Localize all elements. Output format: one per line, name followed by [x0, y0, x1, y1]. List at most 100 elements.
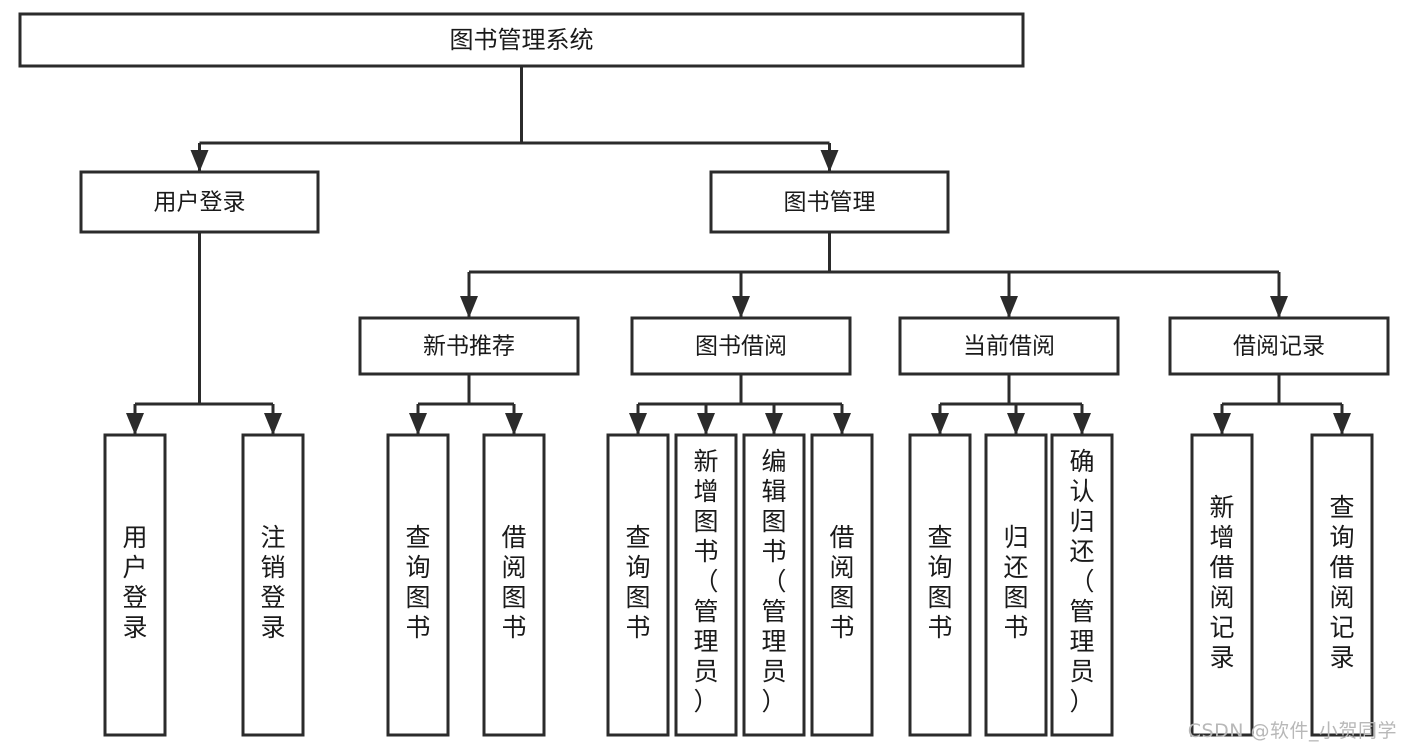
leaf-char: 管	[693, 597, 718, 626]
leaf-char: 查	[927, 523, 952, 552]
leaf-char: 员	[693, 657, 718, 686]
leaf-char: 录	[260, 613, 285, 642]
leaf-char: 询	[1329, 523, 1354, 552]
leaf-char: 询	[927, 553, 952, 582]
leaf-char: （	[1069, 567, 1094, 596]
node-root-system[interactable]: 图书管理系统	[18, 12, 1025, 68]
leaf-char: 增	[1209, 523, 1234, 552]
node-book-borrow-label: 图书借阅	[695, 334, 787, 360]
leaf-char: 图	[1003, 583, 1028, 612]
leaf-char: 户	[122, 553, 147, 582]
node-root-system-label: 图书管理系统	[450, 26, 594, 54]
node-book-management-label: 图书管理	[784, 190, 876, 216]
arrowhead-icon	[264, 413, 282, 435]
leaf-char: 阅	[829, 553, 854, 582]
leaf-char: 录	[122, 613, 147, 642]
leaf-char: 书	[693, 537, 718, 566]
leaf-char: 管	[761, 597, 786, 626]
leaf-char: 归	[1069, 507, 1094, 536]
node-user-login[interactable]: 用户登录	[79, 170, 320, 234]
leaf-char: 图	[693, 507, 718, 536]
leaf-char: 确	[1069, 447, 1094, 476]
leaf-char: 辑	[761, 477, 786, 506]
leaf-char: 新	[1209, 493, 1234, 522]
connector-layer	[126, 66, 1351, 435]
leaf-char: ）	[693, 687, 718, 716]
arrowhead-icon	[126, 413, 144, 435]
leaf-char: 阅	[501, 553, 526, 582]
leaf-char: 书	[829, 613, 854, 642]
leaf-char: 借	[829, 523, 854, 552]
arrowhead-icon	[1333, 413, 1351, 435]
leaf-char: 图	[405, 583, 430, 612]
leaf-char: 书	[761, 537, 786, 566]
node-layer: 图书管理系统用户登录图书管理新书推荐图书借阅当前借阅借阅记录用户登录注销登录查询…	[18, 12, 1390, 737]
leaf-char: 查	[1329, 493, 1354, 522]
leaf-char: 查	[625, 523, 650, 552]
arrowhead-icon	[833, 413, 851, 435]
leaf-char: 书	[625, 613, 650, 642]
arrowhead-icon	[409, 413, 427, 435]
leaf-char: 图	[829, 583, 854, 612]
arrowhead-icon	[931, 413, 949, 435]
arrowhead-icon	[820, 150, 839, 172]
arrowhead-icon	[1000, 296, 1018, 318]
node-book-borrow[interactable]: 图书借阅	[630, 316, 852, 376]
leaf-char: 借	[501, 523, 526, 552]
leaf-char: 新	[693, 447, 718, 476]
leaf-char: 图	[761, 507, 786, 536]
arrowhead-icon	[732, 296, 750, 318]
leaf-char: 录	[1209, 643, 1234, 672]
leaf-char: 理	[761, 627, 786, 656]
leaf-char: ）	[761, 687, 786, 716]
leaf-char: 归	[1003, 523, 1028, 552]
arrowhead-icon	[765, 413, 783, 435]
leaf-char: 图	[625, 583, 650, 612]
leaf-char: 书	[405, 613, 430, 642]
leaf-char: 登	[260, 583, 285, 612]
leaf-char: 借	[1209, 553, 1234, 582]
arrowhead-icon	[1270, 296, 1288, 318]
leaf-char: 记	[1209, 613, 1234, 642]
leaf-char: 用	[122, 523, 147, 552]
leaf-node-leaf-user-login[interactable]: 用户登录	[103, 433, 167, 737]
node-new-book-recommend[interactable]: 新书推荐	[358, 316, 580, 376]
leaf-char: 注	[260, 523, 285, 552]
arrowhead-icon	[1073, 413, 1091, 435]
leaf-char: （	[693, 567, 718, 596]
node-book-management[interactable]: 图书管理	[709, 170, 950, 234]
leaf-char: 录	[1329, 643, 1354, 672]
node-current-borrow[interactable]: 当前借阅	[898, 316, 1120, 376]
arrowhead-icon	[460, 296, 478, 318]
leaf-char: 登	[122, 583, 147, 612]
leaf-char: 理	[693, 627, 718, 656]
leaf-char: 查	[405, 523, 430, 552]
node-borrow-record[interactable]: 借阅记录	[1168, 316, 1390, 376]
leaf-char: 阅	[1209, 583, 1234, 612]
leaf-char: 书	[501, 613, 526, 642]
leaf-char: 理	[1069, 627, 1094, 656]
node-user-login-label: 用户登录	[154, 190, 246, 216]
leaf-char: ）	[1069, 687, 1094, 716]
arrowhead-icon	[1007, 413, 1025, 435]
arrowhead-icon	[629, 413, 647, 435]
leaf-char: 询	[625, 553, 650, 582]
node-borrow-record-label: 借阅记录	[1233, 334, 1325, 360]
arrowhead-icon	[190, 150, 209, 172]
leaf-char: 员	[761, 657, 786, 686]
leaf-char: 记	[1329, 613, 1354, 642]
leaf-char: 书	[927, 613, 952, 642]
leaf-char: 编	[761, 447, 786, 476]
